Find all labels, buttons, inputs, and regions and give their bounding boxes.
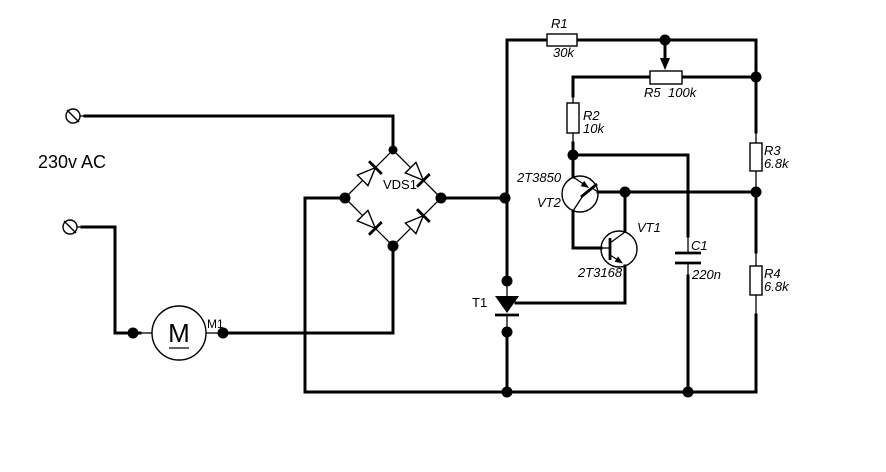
- transistor-vt2: 2T3850 VT2: [516, 170, 599, 213]
- diode-cathode-bar: [416, 173, 431, 188]
- potentiometer-r5: R5 100k: [644, 38, 698, 100]
- diode-triangle: [404, 214, 425, 235]
- wire-ac-bottom-to-motor: [80, 225, 142, 335]
- motor-ref-label: M1: [207, 317, 224, 331]
- ac-terminal-top: [65, 108, 86, 124]
- resistor-body: [546, 33, 578, 47]
- resistor-body: [749, 265, 763, 296]
- thyristor-triangle: [495, 296, 519, 313]
- diode-cathode-bar: [416, 208, 431, 223]
- resistor-body: [566, 102, 580, 134]
- junction-dot: [387, 240, 399, 252]
- bridge-ref-label: VDS1: [383, 177, 417, 192]
- junction-dot: [682, 386, 694, 398]
- thyristor-t1: T1: [472, 295, 519, 317]
- junction-dot: [339, 192, 351, 204]
- r4-value-label: 6.8k: [764, 279, 790, 294]
- wire-ac-top-to-bridge: [83, 114, 395, 152]
- transistor-circle-icon: [561, 175, 599, 213]
- vt1-part-label: 2T3168: [577, 265, 623, 280]
- junction-dot: [619, 186, 631, 198]
- transistor-vt1: VT1 2T3168: [577, 220, 661, 280]
- diode-triangle: [404, 161, 425, 182]
- vt2-collector-line: [572, 193, 585, 212]
- wire-r5-left-to-r2: [571, 75, 652, 98]
- ac-supply-label: 230v AC: [38, 152, 106, 172]
- vt1-emitter-arrow-icon: [614, 256, 623, 264]
- resistor-r4: R4 6.8k: [749, 265, 790, 296]
- r4-ref-label: R4: [764, 266, 781, 281]
- r3-value-label: 6.8k: [764, 156, 790, 171]
- resistor-body: [649, 70, 683, 85]
- wire-vt2-collector-to-vt1-base: [571, 209, 603, 250]
- r3-ref-label: R3: [764, 143, 781, 158]
- bridge-diamond: [344, 149, 442, 247]
- bridge-rectifier-vds1: VDS1: [344, 149, 442, 247]
- junction-dot: [659, 34, 671, 46]
- resistor-r2: R2 10k: [566, 102, 605, 136]
- ac-terminal-bottom: [62, 219, 83, 235]
- motor-circle-icon: [151, 305, 207, 361]
- resistor-body: [749, 142, 763, 172]
- junction-dot: [217, 327, 229, 339]
- terminal-slash-icon: [63, 220, 77, 234]
- junction-dots: [127, 34, 762, 398]
- c1-value-label: 220n: [691, 267, 721, 282]
- diode-icon: [404, 208, 431, 235]
- diode-triangle: [356, 166, 377, 187]
- wire-node-to-c1-top: [571, 153, 690, 238]
- capacitor-c1: C1 220n: [675, 238, 721, 282]
- r1-ref-label: R1: [551, 16, 568, 31]
- r5-value-label: 100k: [668, 85, 698, 100]
- diode-triangle: [356, 209, 377, 230]
- junction-dot: [435, 192, 447, 204]
- vt2-part-label: 2T3850: [516, 170, 562, 185]
- diode-icon: [356, 160, 383, 187]
- diode-cathode-bar: [368, 160, 383, 175]
- vt2-emitter-arrow-icon: [580, 180, 589, 188]
- wire-vt1-emitter-to-t1-gate: [514, 264, 627, 305]
- junction-dot: [750, 186, 762, 198]
- wire-motor-to-bridge-bottom: [221, 244, 395, 335]
- wire-r1-to-r5-right: [575, 38, 758, 79]
- terminal-slash-icon: [66, 109, 80, 123]
- r1-value-label: 30k: [553, 45, 575, 60]
- r5-ref-label: R5: [644, 85, 661, 100]
- wire-dc-plus-to-r1: [505, 38, 549, 200]
- vt2-ref-label: VT2: [537, 195, 562, 210]
- resistor-r1: R1 30k: [546, 16, 578, 60]
- transistor-circle-icon: [600, 230, 638, 268]
- diode-cathode-bar: [368, 221, 383, 236]
- junction-dot: [501, 275, 513, 287]
- thyristor-ref-label: T1: [472, 295, 487, 310]
- junction-dot: [567, 149, 579, 161]
- wire-dc-minus-rail: [303, 196, 758, 394]
- vt1-ref-label: VT1: [637, 220, 661, 235]
- motor-symbol: M: [168, 318, 190, 348]
- diode-icon: [356, 209, 383, 236]
- junction-dot: [750, 71, 762, 83]
- vt2-base-lead: [591, 187, 599, 193]
- junction-dot: [501, 326, 513, 338]
- r2-value-label: 10k: [583, 121, 605, 136]
- motor-m1: M M1: [151, 305, 224, 361]
- vt1-collector-line: [609, 231, 626, 244]
- junction-dot: [127, 327, 139, 339]
- junction-dot: [388, 145, 398, 155]
- junction-dot: [501, 386, 513, 398]
- r5-wiper-arrow-icon: [660, 58, 670, 70]
- c1-ref-label: C1: [691, 238, 708, 253]
- diode-icon: [404, 161, 431, 188]
- junction-dot: [499, 192, 511, 204]
- resistor-r3: R3 6.8k: [749, 142, 790, 172]
- r2-ref-label: R2: [583, 108, 600, 123]
